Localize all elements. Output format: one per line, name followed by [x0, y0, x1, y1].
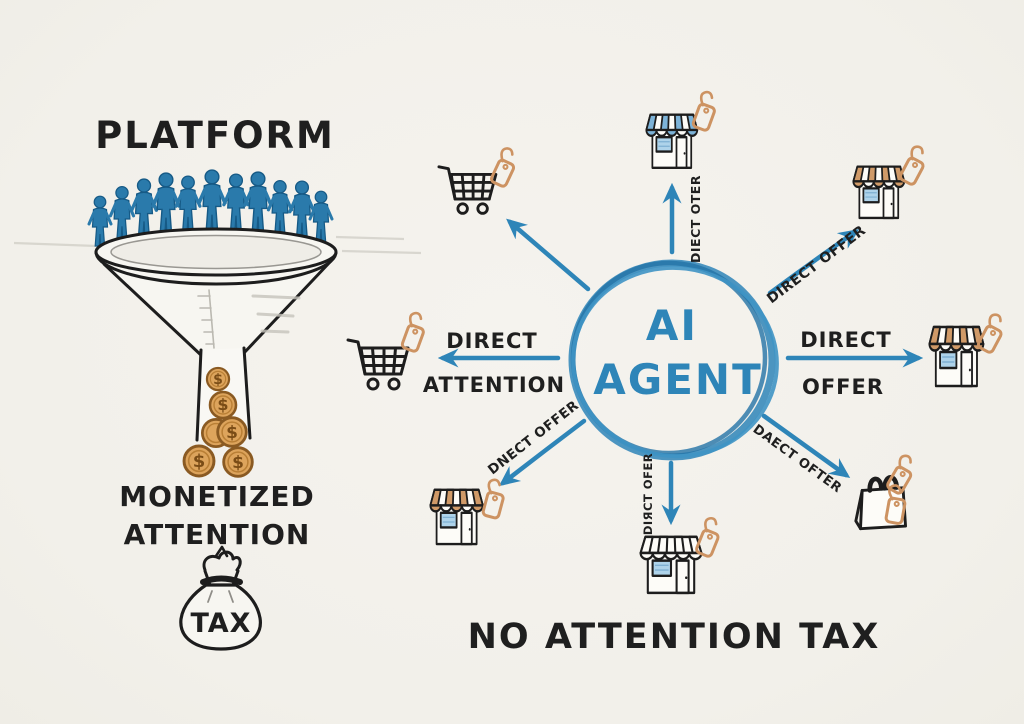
spoke-right-label-line1: DIRECT [800, 328, 892, 352]
arrow-icon [506, 218, 591, 292]
arrow-icon [498, 418, 587, 487]
person-icon [197, 168, 227, 231]
spoke-right: DIRECT OFFER [785, 311, 1011, 399]
coin-icon: $ [200, 416, 248, 449]
person-icon [174, 174, 202, 232]
storefront-icon [928, 325, 985, 388]
price-tag-icon [487, 145, 522, 189]
spoke-bottom: DIЯCT OFER [639, 453, 726, 595]
spoke-top-right-label: DIRECT OFFER [764, 223, 869, 308]
person-icon [266, 179, 294, 235]
spoke-left-label-line2: ATTENTION [423, 373, 565, 397]
person-icon [288, 179, 316, 238]
storefront-icon [639, 535, 703, 595]
spoke-top: DIECT OTER [645, 88, 722, 263]
spoke-bottom-label: DIЯCT OFER [641, 453, 655, 535]
storefront-icon [645, 113, 699, 169]
funnel-icon: $ $ $ $ $ [87, 168, 338, 478]
svg-text:$: $ [232, 453, 244, 473]
spoke-right-label-line2: OFFER [802, 375, 884, 399]
ai-agent-label-line1: AI [646, 301, 698, 350]
svg-text:$: $ [226, 423, 238, 443]
svg-text:$: $ [193, 451, 206, 472]
platform-title: PLATFORM [95, 114, 335, 157]
price-tag-icon [398, 309, 431, 354]
person-icon [108, 185, 136, 241]
price-tag-icon [692, 514, 726, 559]
ai-agent-node: AI AGENT [568, 259, 779, 461]
svg-text:$: $ [213, 372, 223, 388]
person-icon [308, 189, 334, 243]
money-bag-icon: TAX [179, 545, 262, 651]
arrow-icon [767, 229, 860, 296]
coin-icon: $ [208, 390, 238, 420]
monetized-attention-line2: ATTENTION [124, 518, 311, 551]
svg-text:$: $ [217, 395, 228, 414]
person-icon [87, 194, 113, 248]
monetized-attention-line1: MONETIZED [119, 480, 314, 513]
spoke-bottom-right-label: DAECT OFTER [750, 422, 844, 496]
coin-icon: $ [182, 444, 216, 478]
coin-icon: $ [222, 446, 254, 478]
storefront-icon [852, 165, 906, 220]
spoke-left-label-line1: DIRECT [446, 329, 538, 353]
spoke-bottom-left: DNECT OFFER [429, 397, 587, 546]
coin-icon: $ [205, 366, 231, 392]
shopping-cart-icon [437, 165, 498, 215]
horizon-lines [13, 235, 422, 255]
shopping-cart-icon [346, 338, 410, 391]
arrow-icon [761, 413, 851, 479]
no-attention-tax-caption: NO ATTENTION TAX [468, 617, 881, 657]
spoke-bottom-left-label: DNECT OFFER [485, 397, 582, 478]
spoke-top-label: DIECT OTER [688, 175, 703, 263]
spoke-left: DIRECT ATTENTION [346, 309, 565, 397]
ai-agent-label-line2: AGENT [593, 355, 762, 404]
price-tag-icon [896, 143, 933, 188]
storefront-icon [429, 488, 485, 546]
spoke-top-left [437, 145, 591, 292]
spoke-bottom-right: DAECT OFTER [750, 413, 921, 529]
tax-label: TAX [190, 608, 251, 639]
person-icon [222, 172, 250, 231]
person-icon [243, 170, 273, 233]
person-icon [151, 171, 181, 234]
price-tag-icon [689, 88, 722, 133]
platform-section: PLATFORM [13, 114, 422, 651]
spoke-top-right: DIRECT OFFER [764, 143, 933, 308]
